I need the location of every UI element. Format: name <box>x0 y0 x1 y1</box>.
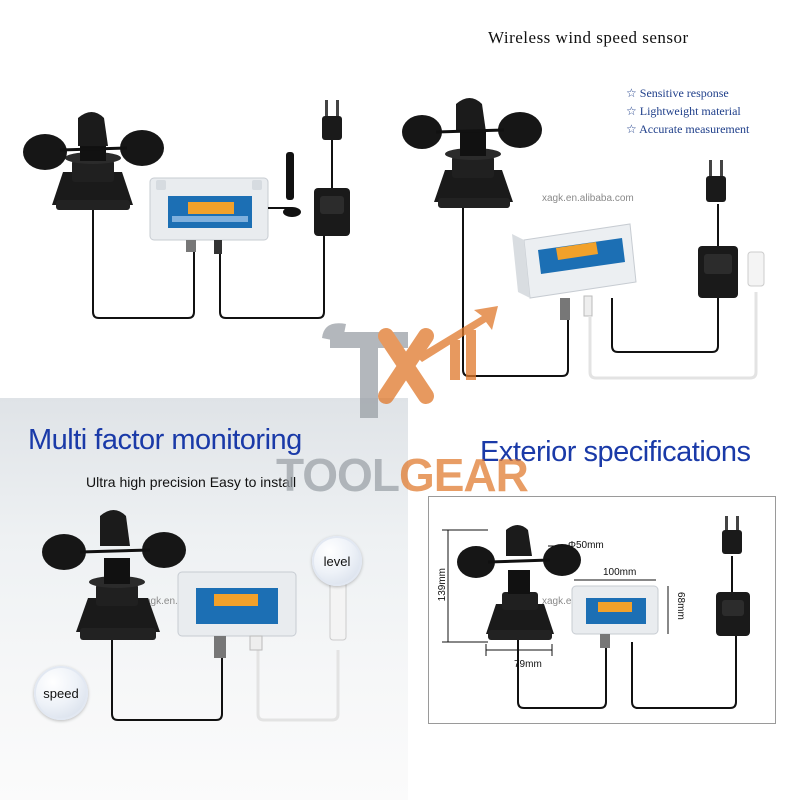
feature-list: ☆ Sensitive response ☆ Lightweight mater… <box>626 84 749 138</box>
bubble-level: level <box>312 536 362 586</box>
site-watermark: xagk.en.alibaba.com <box>542 193 634 204</box>
feature-item: ☆ Sensitive response <box>626 86 729 100</box>
section-heading-multi-factor: Multi factor monitoring <box>28 424 302 456</box>
star-outline-icon: ☆ <box>626 86 637 100</box>
transmitter-box-icon <box>149 177 269 254</box>
section-subheading: Ultra high precision Easy to install <box>86 474 297 490</box>
dim-box-height: 68mm <box>675 592 686 620</box>
section-heading-exterior: Exterior specifications <box>480 436 751 468</box>
product-illustration-top-right <box>402 98 765 380</box>
page-title: Wireless wind speed sensor <box>488 28 689 47</box>
star-outline-icon: ☆ <box>626 122 637 136</box>
anemometer-icon <box>402 98 542 208</box>
bubble-speed: speed <box>34 666 88 720</box>
feature-item: ☆ Lightweight material <box>626 104 741 118</box>
brand-watermark-text: TOOLGEAR <box>276 449 529 501</box>
star-outline-icon: ☆ <box>626 104 637 118</box>
dim-box-width: 100mm <box>603 567 637 578</box>
anemometer-icon <box>23 112 164 210</box>
product-illustration-top-left <box>23 100 350 319</box>
dim-base-width: 79mm <box>514 659 542 670</box>
spec-illustration <box>442 516 750 709</box>
transmitter-box-icon <box>177 571 297 658</box>
product-illustration-bottom-left <box>42 510 347 722</box>
feature-item: ☆ Accurate measurement <box>626 122 750 136</box>
transmitter-box-icon <box>571 585 659 648</box>
wrench-logo-icon <box>322 306 498 418</box>
dim-height: 139mm <box>437 568 448 602</box>
anemometer-icon <box>42 510 186 640</box>
transmitter-box-icon <box>512 223 637 320</box>
dim-cup-diameter: Φ50mm <box>568 540 604 551</box>
anemometer-icon <box>457 525 581 640</box>
